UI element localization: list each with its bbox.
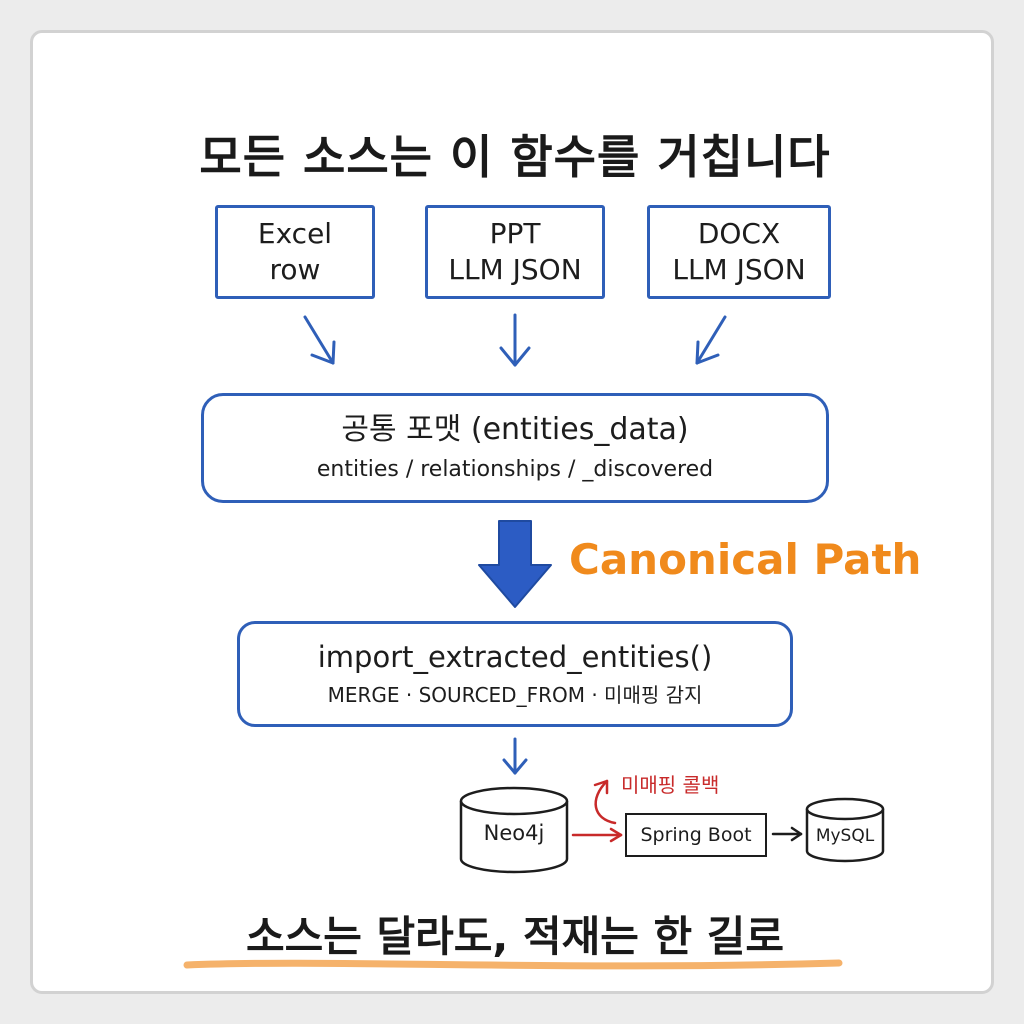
common-format-subtitle: entities / relationships / _discovered (316, 457, 714, 482)
source-docx-line1: DOCX (697, 217, 781, 250)
source-docx-line2: LLM JSON (672, 253, 806, 286)
connector-layer (183, 313, 885, 970)
page-title: 모든 소스는 이 함수를 거칩니다 (199, 130, 831, 184)
source-box-excel: Excel row (215, 205, 375, 299)
source-excel-line1: Excel (257, 217, 333, 250)
source-ppt-line1: PPT (489, 217, 541, 250)
spring-boot-box: Spring Boot (625, 813, 767, 857)
footer-underline (183, 959, 843, 970)
canonical-path-label: Canonical Path (569, 535, 922, 584)
arrow-excel-to-format (303, 315, 336, 365)
callback-label: 미매핑 콜백 (621, 773, 720, 797)
source-box-docx: DOCX LLM JSON (647, 205, 831, 299)
arrow-docx-to-format (695, 315, 727, 365)
import-function-box: import_extracted_entities() MERGE · SOUR… (237, 621, 793, 727)
arrow-function-to-neo4j (502, 737, 528, 775)
mysql-label: MySQL (815, 826, 875, 846)
arrow-neo4j-to-spring (571, 827, 623, 843)
common-format-box: 공통 포맷 (entities_data) entities / relatio… (201, 393, 829, 503)
neo4j-label: Neo4j (483, 821, 545, 845)
diagram-card: 모든 소스는 이 함수를 거칩니다 Excel row PPT LLM JSON… (30, 30, 994, 994)
import-function-subtitle: MERGE · SOURCED_FROM · 미매핑 감지 (327, 683, 703, 707)
source-excel-line2: row (269, 253, 321, 286)
mysql-cylinder (805, 797, 885, 863)
source-box-ppt: PPT LLM JSON (425, 205, 605, 299)
canonical-arrow (478, 520, 552, 608)
neo4j-cylinder (459, 786, 569, 874)
arrow-ppt-to-format (499, 313, 531, 367)
footer-slogan: 소스는 달라도, 적재는 한 길로 (245, 912, 785, 961)
arrow-spring-to-mysql (771, 826, 803, 842)
spring-boot-label: Spring Boot (640, 824, 752, 846)
source-ppt-line2: LLM JSON (448, 253, 582, 286)
import-function-title: import_extracted_entities() (317, 640, 713, 674)
callback-curve-arrow (593, 779, 617, 825)
common-format-title: 공통 포맷 (entities_data) (341, 412, 689, 447)
